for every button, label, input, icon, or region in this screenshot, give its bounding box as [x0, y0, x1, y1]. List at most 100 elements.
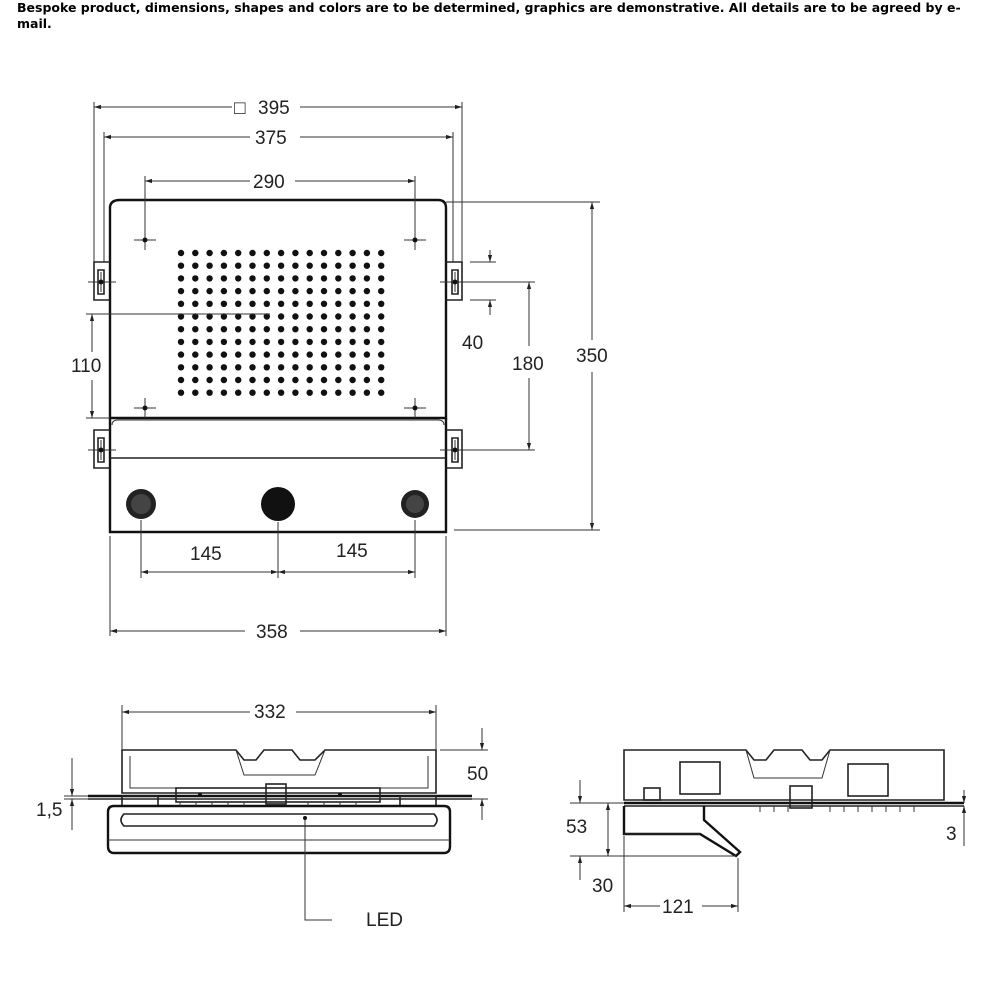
nozzle-dot	[277, 313, 285, 320]
nozzle-dot	[320, 249, 328, 257]
dim-holes-290: 290	[253, 172, 285, 193]
nozzle-dot	[192, 338, 199, 346]
nozzle-dot	[306, 338, 313, 346]
nozzle-dot	[192, 287, 199, 295]
nozzle-dot	[363, 313, 371, 320]
nozzle-dot	[235, 364, 242, 371]
nozzle-dot	[378, 275, 385, 282]
nozzle-dot	[177, 364, 185, 371]
nozzle-dot	[192, 262, 199, 269]
nozzle-dot	[320, 364, 328, 371]
nozzle-dot	[292, 364, 299, 371]
nozzle-dot	[292, 300, 299, 307]
nozzle-dot	[363, 376, 371, 384]
nozzle-dot	[220, 287, 228, 295]
dim-thickness-1-5: 1,5	[36, 800, 62, 821]
nozzle-dot	[349, 313, 356, 320]
nozzle-dot	[335, 249, 342, 257]
nozzle-dot	[206, 275, 213, 282]
jet-center	[261, 487, 295, 521]
nozzle-dot	[363, 249, 371, 257]
nozzle-dot	[220, 249, 228, 257]
nozzle-dot	[378, 262, 385, 269]
nozzle-dot	[177, 326, 185, 333]
nozzle-dot	[220, 364, 228, 371]
nozzle-dot	[192, 389, 199, 396]
nozzle-dot	[306, 389, 313, 396]
nozzle-dot	[263, 313, 270, 320]
nozzle-dot	[335, 287, 342, 295]
side-view-2: 53 30 121 3	[566, 749, 967, 918]
nozzle-dot	[249, 338, 256, 346]
nozzle-dot	[306, 326, 313, 333]
nozzle-dot	[192, 300, 199, 307]
dim-53: 53	[566, 817, 587, 838]
nozzle-dot	[349, 351, 356, 358]
nozzle-dot	[363, 326, 371, 333]
nozzle-dot	[349, 364, 356, 371]
nozzle-dot	[263, 326, 270, 333]
nozzle-dot	[363, 275, 371, 282]
nozzle-dot	[249, 275, 256, 282]
dim-left-110: 110	[71, 356, 101, 377]
nozzle-dot	[349, 376, 356, 384]
nozzle-dot	[363, 389, 371, 396]
nozzle-dot	[306, 376, 313, 384]
nozzle-dot	[335, 338, 342, 346]
nozzle-dot	[177, 338, 185, 346]
nozzle-dot	[306, 275, 313, 282]
nozzle-dot	[249, 351, 256, 358]
nozzle-dot	[206, 313, 213, 320]
nozzle-dot	[220, 326, 228, 333]
nozzle-dot	[192, 249, 199, 257]
nozzle-dot	[378, 287, 385, 295]
nozzle-dot	[277, 287, 285, 295]
nozzle-dot	[263, 389, 270, 396]
nozzle-dot	[320, 326, 328, 333]
nozzle-dot	[277, 389, 285, 396]
nozzle-dot	[378, 389, 385, 396]
dim-height-350: 350	[576, 346, 608, 367]
nozzle-dot	[235, 313, 242, 320]
nozzle-dot	[292, 262, 299, 269]
nozzle-dot	[263, 249, 270, 257]
nozzle-dot	[235, 287, 242, 295]
nozzle-dot	[206, 351, 213, 358]
nozzle-dot	[263, 300, 270, 307]
nozzle-dot	[177, 300, 185, 307]
nozzle-dot	[220, 351, 228, 358]
nozzle-dot	[306, 364, 313, 371]
nozzle-dot	[363, 287, 371, 295]
nozzle-dot	[292, 249, 299, 257]
nozzle-dot	[363, 364, 371, 371]
nozzle-dot	[177, 376, 185, 384]
nozzle-dot	[292, 338, 299, 346]
nozzle-dot	[292, 287, 299, 295]
nozzle-dot	[363, 338, 371, 346]
nozzle-dot	[306, 300, 313, 307]
nozzle-dot	[277, 249, 285, 257]
nozzle-dot	[320, 287, 328, 295]
nozzle-dot	[320, 338, 328, 346]
nozzle-dot	[292, 275, 299, 282]
dim-bottom-358: 358	[256, 622, 288, 643]
dim-3: 3	[946, 824, 957, 845]
nozzle-dot	[235, 300, 242, 307]
nozzle-dot	[235, 376, 242, 384]
lug-top-left	[93, 261, 110, 301]
lug-top-right	[446, 261, 463, 301]
nozzle-dot	[378, 249, 385, 257]
nozzle-dot	[249, 364, 256, 371]
nozzle-dot	[292, 351, 299, 358]
dim-depth-50: 50	[467, 764, 488, 785]
nozzle-dot	[306, 287, 313, 295]
nozzle-dot	[249, 249, 256, 257]
dim-jets-left-145: 145	[190, 544, 222, 565]
disclaimer-note: Bespoke product, dimensions, shapes and …	[17, 0, 961, 31]
front-top-plate	[108, 198, 448, 420]
nozzle-dot	[277, 275, 285, 282]
lug-bottom-left	[93, 429, 110, 469]
nozzle-dot	[306, 313, 313, 320]
dim-121: 121	[662, 897, 694, 918]
nozzle-dot	[378, 376, 385, 384]
